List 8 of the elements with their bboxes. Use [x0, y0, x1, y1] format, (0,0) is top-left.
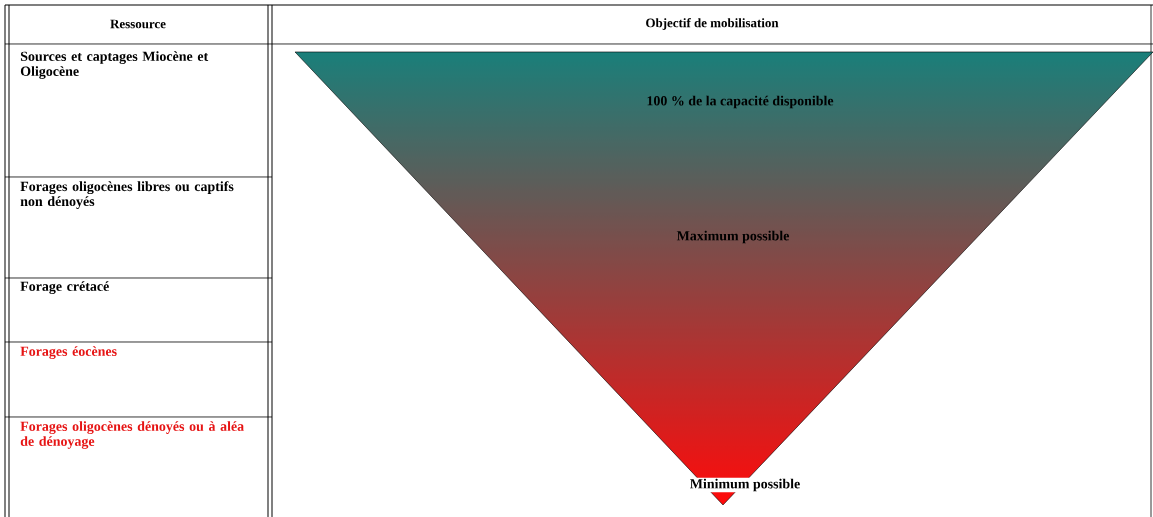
table-cell: Forage crétacé	[20, 281, 109, 294]
column-header: Objectif de mobilisation	[646, 18, 779, 30]
table-cell: Forages oligocènes libres ou captifs non dénoyés	[20, 181, 234, 209]
gradient-triangle: 100 % de la capacité disponible Maximum possible Minimum possible	[294, 51, 1153, 506]
column-header: Ressource	[110, 19, 166, 29]
table-cell: Sources et captages Miocène et Oligocène	[20, 51, 209, 79]
table-cell: Forages éocènes	[20, 346, 117, 359]
table-cell: Forages oligocènes dénoyés ou à aléa de dénoyage	[20, 421, 244, 449]
